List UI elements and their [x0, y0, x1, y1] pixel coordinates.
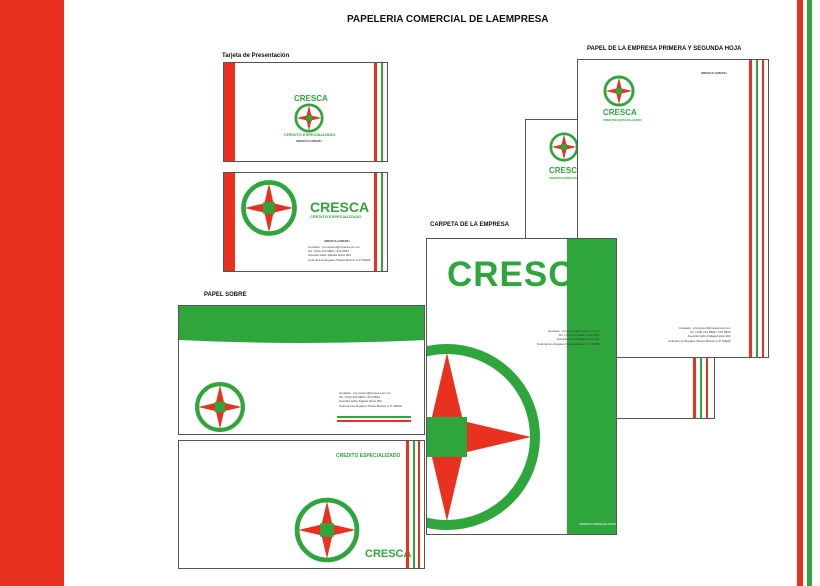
contact-email: Contacto : promocion@cresca.com.mx	[308, 245, 360, 249]
right-red-stripe	[797, 0, 803, 586]
contact-address: Avenida Isidro Fabela Norte 901	[687, 334, 731, 339]
page-title: PAPELERIA COMERCIAL DE LAEMPRESA	[347, 14, 549, 25]
card-tagline: CREDITO ESPECIALIZADO	[284, 132, 336, 137]
envelope-brand-name: CRESCA	[365, 548, 412, 560]
letterhead-brand-name: CRESCA	[549, 166, 583, 175]
folder-contact-block: Contacto : promocion@cresca.com.mx Tel. …	[537, 329, 600, 346]
right-green-stripe	[807, 0, 812, 586]
letterhead-stripe-green	[700, 350, 702, 418]
section-label-folder: CARPETA DE LA EMPRESA	[430, 222, 510, 228]
card-stripe-red	[374, 63, 377, 161]
left-red-band	[0, 0, 64, 586]
letterhead-contact-block: Contacto : promocion@cresca.com.mx Tel. …	[668, 326, 731, 343]
envelope-back: Contacto : promocion@cresca.com.mx Tel. …	[178, 305, 425, 435]
card-stripe-red	[374, 173, 377, 271]
compass-logo-icon	[427, 344, 540, 530]
card-red-bar	[224, 173, 235, 271]
compass-logo-icon	[294, 103, 324, 133]
letterhead-brand-name: CRESCA	[603, 108, 637, 117]
section-label-envelope: PAPEL SOBRE	[204, 292, 247, 298]
card-stripe-green	[381, 173, 383, 271]
compass-logo-icon	[294, 497, 360, 563]
folder-brand-name: CRESCA	[447, 255, 601, 294]
envelope-stripe-red	[406, 441, 409, 568]
contact-phone: Tel. (722) 272 9604 / 272 9643	[308, 249, 349, 254]
card-website: CRESCA.COM.PH	[324, 239, 350, 243]
envelope-line-red	[337, 420, 411, 422]
folder-tagline: CREDITO ESPECIALIZADO	[579, 522, 617, 526]
contact-address: Avenida Isidro Fabela Norte 901	[308, 253, 351, 258]
card-contact-block: Contacto : promocion@cresca.com.mx Tel. …	[308, 245, 371, 262]
contact-phone: Tel. (722) 272 9604 / 272 9643	[339, 395, 380, 400]
contact-email: Contacto : promocion@cresca.com.mx	[547, 329, 600, 333]
letterhead-stripe-red-2	[762, 60, 764, 357]
letterhead-stripe-red	[749, 60, 752, 357]
contact-phone: Tel. (722) 272 9604 / 272 9643	[558, 333, 600, 338]
company-folder: CRESCA Contacto : promocion@cresca.com.m…	[426, 238, 617, 535]
contact-city: Colonia Los Angeles Toluca México C.P. 5…	[339, 403, 402, 408]
envelope-flap	[179, 306, 424, 343]
card-red-bar	[224, 63, 235, 161]
card-stripe-green	[381, 63, 383, 161]
envelope-tagline: CREDITO ESPECIALIZADO	[336, 453, 401, 459]
compass-logo-icon	[603, 75, 635, 107]
contact-phone: Tel. (722) 272 9604 / 272 9643	[689, 330, 731, 335]
contact-email: Contacto : promocion@cresca.com.mx	[678, 326, 731, 330]
compass-logo-icon	[241, 180, 297, 236]
letterhead-tagline: CREDITO ESPECIALIZADO	[549, 176, 588, 180]
letterhead-stripe-red-2	[706, 350, 708, 418]
compass-logo-icon	[549, 132, 579, 162]
letterhead-website: CRESCA.COM.PH	[701, 71, 727, 75]
envelope-contact-block: Contacto : promocion@cresca.com.mx Tel. …	[339, 391, 402, 408]
section-label-business-card: Tarjeta de Presentación	[222, 53, 290, 59]
letterhead-stripe-red	[693, 350, 696, 418]
card-tagline: CREDITO ESPECIALIZADO	[310, 214, 362, 219]
contact-city: Colonia Los Angeles Toluca México C.P. 5…	[668, 338, 731, 343]
card-brand-name: CRESCA	[294, 94, 328, 103]
envelope-line-green	[337, 416, 411, 418]
folder-green-panel	[567, 239, 616, 534]
contact-city: Colonia Los Angeles Toluca México C.P. 5…	[537, 341, 600, 346]
envelope-stripe-red-2	[418, 441, 420, 568]
section-label-letterhead: PAPEL DE LA EMPRESA PRIMERA Y SEGUNDA HO…	[587, 46, 742, 52]
card-brand-name: CRESCA	[310, 199, 370, 215]
contact-address: Avenida Isidro Fabela Norte 901	[556, 337, 600, 342]
card-website: CRESCA.COM.PH	[296, 139, 322, 143]
business-card-back: CRESCA CREDITO ESPECIALIZADO CRESCA.COM.…	[223, 172, 388, 272]
compass-logo-icon	[195, 382, 245, 432]
contact-email: Contacto : promocion@cresca.com.mx	[339, 391, 391, 395]
contact-address: Avenida Isidro Fabela Norte 901	[339, 399, 382, 404]
letterhead-tagline: CREDITO ESPECIALIZADO	[603, 118, 642, 122]
contact-city: Colonia Los Angeles Toluca México C.P. 5…	[308, 257, 371, 262]
letterhead-stripe-green	[756, 60, 758, 357]
business-card-front: CRESCA CREDITO ESPECIALIZADO CRESCA.COM.…	[223, 62, 388, 162]
envelope-front: CREDITO ESPECIALIZADO CRESCA	[178, 440, 425, 569]
envelope-stripe-green	[413, 441, 415, 568]
